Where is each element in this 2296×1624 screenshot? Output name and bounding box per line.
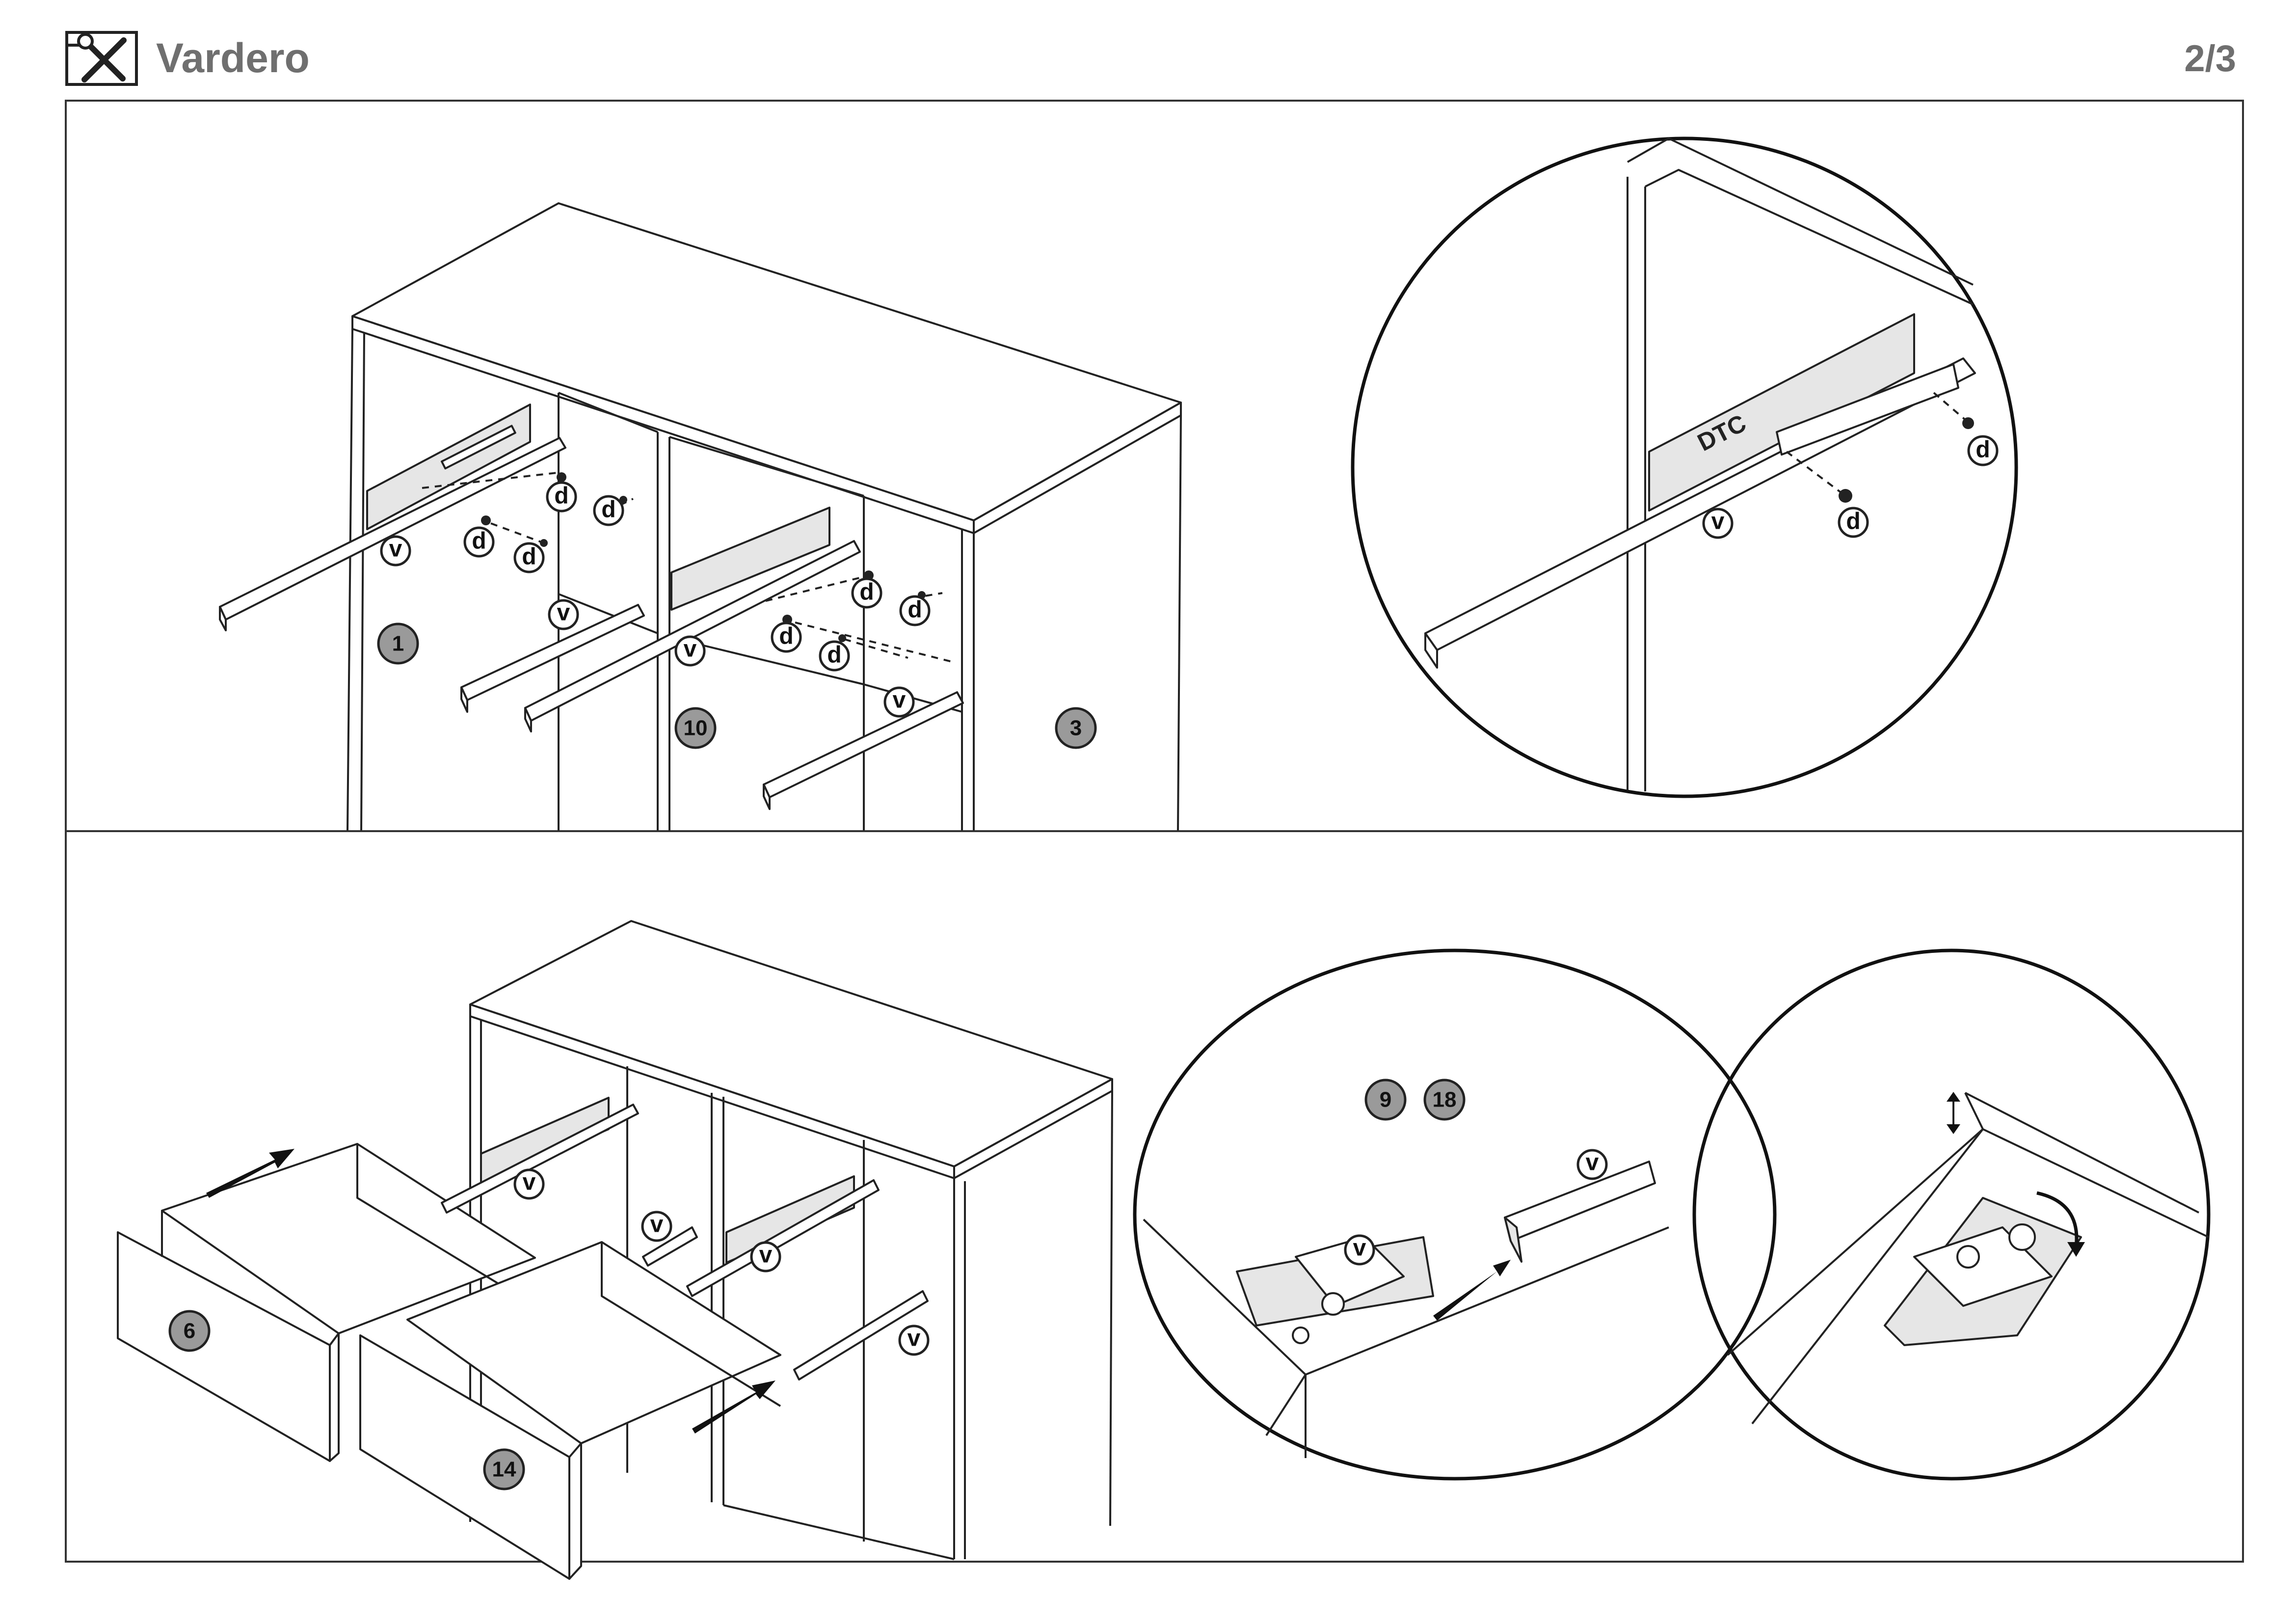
slide-label: v	[513, 1168, 545, 1200]
svg-text:d: d	[779, 623, 793, 650]
svg-text:v: v	[557, 600, 570, 626]
svg-text:v: v	[1353, 1235, 1366, 1261]
screw-label: d	[463, 526, 495, 558]
svg-text:d: d	[522, 544, 536, 570]
drawer-right	[359, 1241, 781, 1580]
svg-text:v: v	[650, 1212, 664, 1238]
drawer-rail-left-2	[460, 604, 645, 713]
svg-text:9: 9	[1380, 1088, 1391, 1112]
slide-label: v	[1344, 1234, 1375, 1266]
svg-text:v: v	[389, 536, 402, 562]
part-badge-3: 3	[1055, 707, 1097, 749]
part-badge-18: 18	[1423, 1079, 1466, 1121]
svg-text:d: d	[1976, 437, 1990, 463]
detail-circle-clip-attach	[1133, 948, 1777, 1481]
part-badge-10: 10	[674, 707, 717, 749]
slide-label: v	[674, 635, 706, 667]
slide-label: v	[1702, 508, 1734, 539]
slide-label: v	[1576, 1149, 1608, 1180]
detail-circle-height-adjust	[1692, 948, 2211, 1481]
screw-label: d	[771, 622, 802, 653]
svg-text:d: d	[859, 579, 874, 605]
svg-text:d: d	[827, 642, 841, 668]
cabinet-top-view	[347, 202, 1182, 831]
part-badge-6: 6	[168, 1310, 211, 1352]
push-arrow-icon	[206, 1149, 294, 1198]
svg-text:3: 3	[1070, 716, 1082, 740]
slide-label: v	[883, 686, 915, 718]
drawer-rail-left-1	[219, 404, 566, 631]
screw-label: d	[1967, 435, 1999, 466]
drawer-rail-middle-1	[524, 507, 861, 732]
svg-text:10: 10	[684, 716, 708, 740]
slide-label: v	[548, 599, 579, 630]
screw-label: d	[851, 577, 882, 609]
svg-text:v: v	[908, 1326, 921, 1352]
slide-label: v	[380, 535, 411, 567]
screw-label: d	[1838, 507, 1869, 538]
slide-label: v	[898, 1325, 930, 1356]
tools-icon	[65, 31, 138, 86]
part-badge-1: 1	[377, 623, 419, 665]
svg-text:v: v	[1711, 509, 1725, 535]
part-badge-9: 9	[1364, 1079, 1407, 1121]
page-number: 2/3	[2184, 38, 2236, 80]
screw-label: d	[546, 481, 577, 513]
drawer-rail-middle-2	[763, 691, 964, 810]
svg-text:v: v	[893, 687, 906, 713]
push-arrow-icon	[692, 1380, 775, 1434]
part-badge-14: 14	[483, 1448, 525, 1490]
slide-label: v	[750, 1241, 781, 1272]
screw-label: d	[593, 495, 624, 526]
svg-text:v: v	[523, 1169, 536, 1195]
slide-label: v	[641, 1211, 672, 1242]
svg-text:d: d	[1846, 509, 1860, 535]
svg-text:d: d	[472, 528, 486, 554]
brand-title: Vardero	[156, 35, 310, 81]
svg-text:1: 1	[392, 632, 404, 656]
svg-text:18: 18	[1433, 1088, 1457, 1112]
svg-text:d: d	[554, 483, 568, 509]
svg-text:14: 14	[492, 1458, 516, 1482]
svg-text:d: d	[908, 597, 922, 623]
detail-circle-rail-mount	[1351, 136, 2018, 798]
svg-text:d: d	[601, 497, 615, 523]
svg-text:v: v	[1586, 1150, 1599, 1176]
svg-text:6: 6	[184, 1319, 195, 1343]
drawer-left	[117, 1143, 536, 1462]
drawer-rails-bottom	[441, 1097, 929, 1380]
cabinet-bottom-view	[469, 920, 1113, 1560]
screw-label: d	[513, 542, 545, 573]
screw-label: d	[819, 640, 850, 672]
step-panel-bottom	[65, 830, 2244, 1563]
svg-text:v: v	[759, 1242, 773, 1268]
screw-label: d	[899, 595, 931, 626]
svg-text:v: v	[684, 636, 697, 662]
